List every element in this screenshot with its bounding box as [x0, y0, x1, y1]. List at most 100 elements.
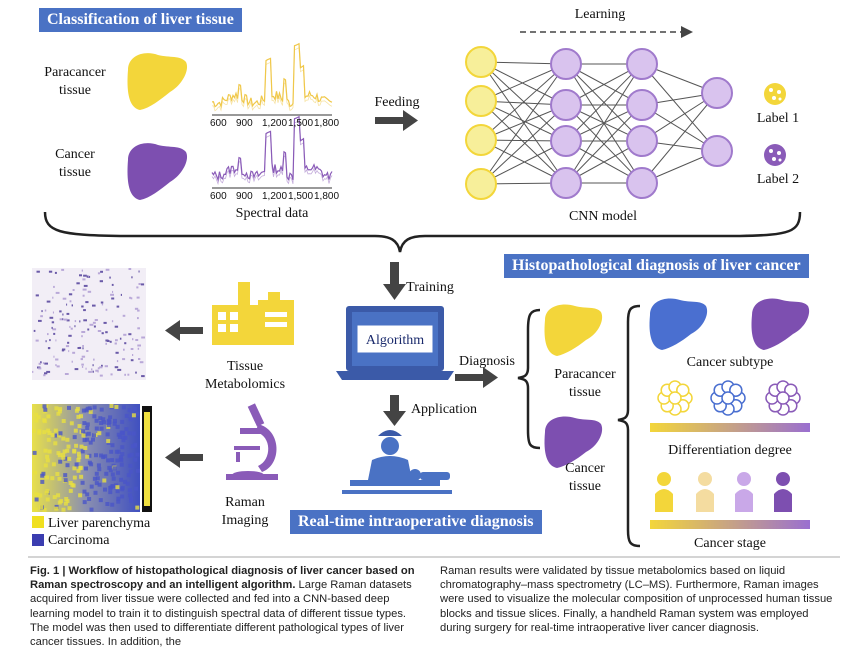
heatmap-cell — [124, 342, 127, 345]
raman-pixel — [107, 465, 112, 470]
heatmap-cell — [55, 291, 60, 294]
stage-figure-head — [657, 472, 671, 486]
raman-pixel — [98, 498, 103, 503]
raman-pixel — [110, 502, 115, 507]
heatmap-cell — [93, 325, 96, 328]
heatmap-cell — [65, 345, 70, 348]
raman-pixel — [88, 409, 93, 414]
raman-pixel — [97, 467, 102, 472]
raman-pixel — [93, 490, 98, 495]
heatmap-cell — [46, 370, 51, 373]
raman-pixel — [105, 502, 110, 506]
heatmap-cell — [114, 366, 119, 369]
cnn-connection — [565, 63, 643, 142]
heatmap-cell — [55, 358, 59, 361]
raman-pixel — [127, 408, 132, 413]
heatmap-cell — [93, 358, 95, 361]
raman-pixel — [115, 424, 120, 429]
raman-pixel — [43, 463, 48, 468]
raman-pixel — [58, 407, 63, 412]
raman-pixel — [69, 421, 74, 426]
heatmap-cell — [116, 360, 119, 363]
heatmap-cell — [87, 290, 92, 293]
raman-pixel — [66, 444, 71, 449]
heatmap-cell — [111, 320, 114, 323]
raman-pixel — [39, 505, 44, 509]
heatmap-cell — [32, 370, 34, 373]
microscope-icon — [226, 403, 278, 480]
heatmap-cell — [97, 330, 102, 332]
raman-pixel — [72, 466, 77, 471]
raman-pixel — [72, 449, 77, 454]
raman-pixel — [120, 445, 125, 450]
raman-pixel — [52, 495, 57, 500]
subtype-liver-purple-icon — [751, 298, 810, 350]
heatmap-cell — [74, 368, 79, 371]
raman-pixel — [62, 449, 67, 454]
feeding-label: Feeding — [374, 95, 420, 110]
metabolomics-arrow — [165, 320, 203, 341]
raman-pixel — [130, 444, 135, 449]
stage-figure-body — [735, 489, 753, 512]
heatmap-cell — [124, 373, 126, 376]
raman-pixel — [43, 448, 48, 453]
heatmap-cell — [105, 308, 108, 311]
raman-pixel — [65, 448, 70, 453]
raman-pixel — [129, 452, 134, 457]
raman-pixel — [115, 458, 120, 463]
paracancer-liver-icon — [127, 53, 188, 110]
heatmap-cell — [77, 347, 80, 349]
caption-right: Raman results were validated by tissue m… — [440, 565, 833, 634]
legend-swatch-liver — [32, 516, 44, 528]
raman-pixel — [99, 453, 104, 458]
raman-pixel — [134, 486, 138, 491]
raman-pixel — [65, 437, 70, 442]
raman-pixel — [83, 446, 88, 450]
raman-pixel — [33, 470, 37, 475]
raman-pixel — [119, 455, 124, 460]
raman-pixel — [92, 476, 97, 481]
heatmap-cell — [137, 347, 140, 350]
heatmap-cell — [69, 300, 72, 303]
raman-pixel — [53, 441, 58, 446]
raman-pixel — [80, 449, 85, 454]
heatmap-cell — [69, 325, 71, 328]
raman-pixel — [107, 420, 112, 425]
raman-pixel — [108, 415, 113, 420]
heatmap-cell — [137, 327, 140, 330]
heatmap-cell — [130, 297, 133, 300]
raman-pixel — [121, 438, 126, 443]
raman-pixel — [54, 433, 59, 438]
raman-pixel — [85, 426, 90, 430]
raman-pixel — [50, 433, 55, 437]
raman-pixel — [111, 476, 116, 481]
raman-pixel — [94, 471, 99, 476]
raman-pixel — [124, 427, 129, 432]
raman-arrow — [165, 447, 203, 468]
heatmap-cell — [83, 284, 88, 287]
raman-image — [32, 404, 140, 512]
label2-text: Label 2 — [756, 172, 800, 187]
raman-pixel — [108, 468, 113, 473]
heatmap-cell — [123, 348, 125, 351]
raman-pixel — [40, 479, 45, 484]
heatmap-cell — [46, 300, 51, 303]
heatmap-cell — [120, 293, 122, 296]
heatmap-cell — [110, 293, 114, 296]
heatmap-cell — [135, 371, 137, 374]
cnn-node — [465, 85, 497, 117]
cnn-node — [626, 125, 658, 157]
raman-pixel — [68, 488, 73, 493]
surgery-icon — [342, 430, 452, 494]
heatmap-cell — [59, 310, 62, 313]
raman-pixel — [99, 407, 104, 412]
heatmap-cell — [53, 332, 56, 335]
summary-brace — [43, 211, 802, 253]
carcinoma-legend: Carcinoma — [48, 533, 110, 548]
heatmap-cell — [66, 319, 70, 322]
raman-pixel — [125, 481, 130, 486]
raman-pixel — [71, 483, 76, 488]
raman-pixel — [63, 501, 68, 506]
heatmap-cell — [54, 271, 57, 274]
raman-pixel — [85, 454, 90, 459]
